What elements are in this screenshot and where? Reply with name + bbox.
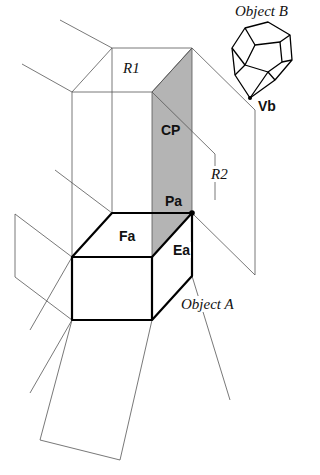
region-label: R2 xyxy=(210,166,229,182)
plane-label: CP xyxy=(160,122,181,138)
region-label: R1 xyxy=(122,60,141,76)
point-label: Pa xyxy=(164,193,183,209)
vertex-label: Vb xyxy=(257,98,277,114)
object-label: Object A xyxy=(180,296,235,312)
contact-point xyxy=(189,210,195,216)
vertex-point xyxy=(248,96,252,100)
face-label: Fa xyxy=(118,228,136,244)
contact-plane xyxy=(152,48,192,257)
object-a-box xyxy=(72,213,192,320)
region-lines xyxy=(15,20,255,460)
edge-label: Ea xyxy=(172,242,191,258)
object-b-polyhedron xyxy=(232,22,292,98)
object-label: Object B xyxy=(234,3,289,19)
